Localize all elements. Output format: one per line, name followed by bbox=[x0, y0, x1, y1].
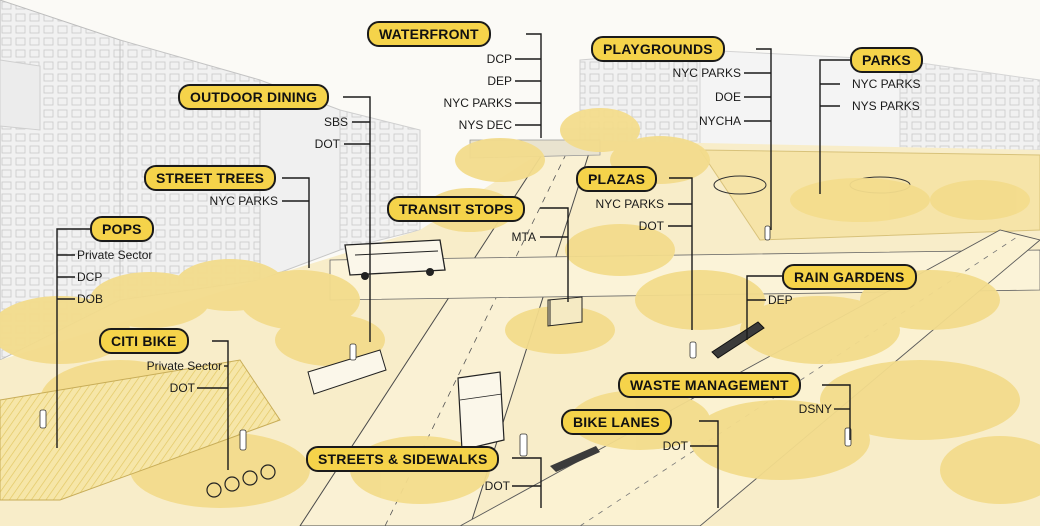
rain-gardens-agency-dep: DEP bbox=[768, 293, 793, 307]
waste-management-agency-dsny: DSNY bbox=[799, 402, 832, 416]
playgrounds-label: PLAYGROUNDS bbox=[591, 36, 725, 62]
streets-sidewalks-agency-dot: DOT bbox=[485, 479, 510, 493]
bike-lanes-agency-dot: DOT bbox=[663, 439, 688, 453]
waterfront-agency-nyc-parks: NYC PARKS bbox=[444, 96, 512, 110]
parks-agency-nys-parks: NYS PARKS bbox=[852, 99, 920, 113]
waterfront-agency-nys-dec: NYS DEC bbox=[459, 118, 512, 132]
waterfront-agency-dcp: DCP bbox=[487, 52, 512, 66]
plazas-label: PLAZAS bbox=[576, 166, 657, 192]
outdoor-dining-agency-dot: DOT bbox=[315, 137, 340, 151]
pops-label: POPS bbox=[90, 216, 154, 242]
playgrounds-agency-nyc-parks: NYC PARKS bbox=[673, 66, 741, 80]
playgrounds-agency-nycha: NYCHA bbox=[699, 114, 741, 128]
street-trees-label: STREET TREES bbox=[144, 165, 276, 191]
plazas-agency-dot: DOT bbox=[639, 219, 664, 233]
streets-sidewalks-label: STREETS & SIDEWALKS bbox=[306, 446, 499, 472]
transit-shelter bbox=[548, 297, 582, 326]
transit-stops-agency-mta: MTA bbox=[512, 230, 536, 244]
waste-management-label: WASTE MANAGEMENT bbox=[618, 372, 801, 398]
outdoor-dining-agency-sbs: SBS bbox=[324, 115, 348, 129]
parks-agency-nyc-parks: NYC PARKS bbox=[852, 77, 920, 91]
parks-label: PARKS bbox=[850, 47, 923, 73]
citi-bike-label: CITI BIKE bbox=[99, 328, 189, 354]
waterfront-label: WATERFRONT bbox=[367, 21, 491, 47]
rain-gardens-label: RAIN GARDENS bbox=[782, 264, 917, 290]
pops-agency-dob: DOB bbox=[77, 292, 103, 306]
playgrounds-agency-doe: DOE bbox=[715, 90, 741, 104]
waterfront-agency-dep: DEP bbox=[487, 74, 512, 88]
street-trees-agency-nyc-parks: NYC PARKS bbox=[210, 194, 278, 208]
bus-shelter bbox=[458, 372, 504, 450]
bike-lanes-label: BIKE LANES bbox=[561, 409, 672, 435]
transit-stops-label: TRANSIT STOPS bbox=[387, 196, 525, 222]
plazas-agency-nyc-parks: NYC PARKS bbox=[596, 197, 664, 211]
citi-bike-agency-dot: DOT bbox=[170, 381, 195, 395]
citi-bike-agency-private-sector: Private Sector bbox=[147, 359, 222, 373]
pops-agency-dcp: DCP bbox=[77, 270, 102, 284]
pops-agency-private-sector: Private Sector bbox=[77, 248, 152, 262]
outdoor-dining-label: OUTDOOR DINING bbox=[178, 84, 329, 110]
